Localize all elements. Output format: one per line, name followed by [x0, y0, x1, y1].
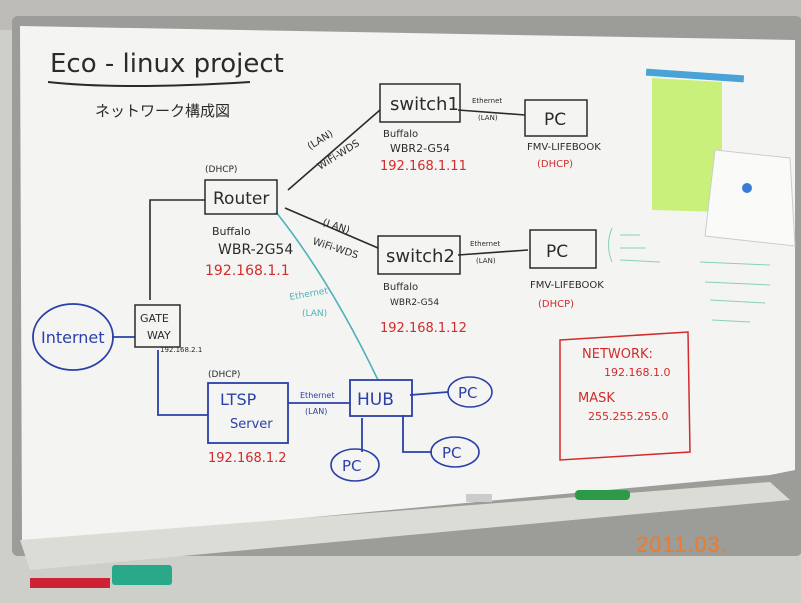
router-dhcp: (DHCP) — [205, 165, 237, 175]
teal-router-hub-link — [275, 211, 379, 381]
ltsp-line1: LTSP — [220, 390, 257, 409]
hub-pc-right-link — [409, 391, 449, 396]
hub-pc-lower-label: PC — [442, 444, 462, 462]
network-value: 192.168.1.0 — [604, 366, 670, 379]
eth1-line1: Ethernet — [472, 97, 502, 105]
blue-connections — [112, 336, 449, 453]
switch1-pc1-link — [457, 109, 526, 116]
eth1-line2: (LAN) — [478, 114, 498, 122]
board-surface — [20, 26, 795, 543]
eth3-line2: (LAN) — [305, 407, 327, 416]
switch1-model: WBR2-G54 — [390, 142, 450, 155]
mask-label: MASK — [578, 391, 615, 406]
pc2-model: FMV-LIFEBOOK — [530, 280, 604, 291]
hub-pc-bottom-label: PC — [342, 457, 362, 475]
switch2-ip: 192.168.1.12 — [380, 321, 467, 336]
white-paper — [704, 149, 796, 247]
switch1-ip: 192.168.1.11 — [380, 159, 467, 174]
title-underline — [47, 81, 251, 87]
hub-label: HUB — [357, 390, 394, 410]
red-marker — [30, 578, 110, 588]
switch1-box — [379, 83, 461, 123]
magnet-clip — [466, 494, 492, 502]
board-subtitle: ネットワーク構成図 — [95, 102, 230, 120]
router-box — [204, 179, 278, 215]
pc2-dhcp: (DHCP) — [538, 299, 574, 310]
internet-label: Internet — [41, 328, 105, 347]
switch1-vendor: Buffalo — [383, 129, 418, 140]
router-vendor: Buffalo — [212, 225, 251, 238]
ltsp-box — [207, 382, 289, 444]
switch2-model: WBR2-G54 — [390, 298, 439, 308]
router-label: Router — [213, 189, 269, 209]
switch2-pc2-link — [457, 249, 529, 256]
gateway-ip: 192.168.2.1 — [160, 346, 202, 354]
eraser — [112, 565, 172, 585]
eth-router-hub-line2: (LAN) — [302, 309, 327, 319]
network-label: NETWORK: — [582, 347, 653, 362]
router-model: WBR-2G54 — [218, 242, 293, 258]
ltsp-line2: Server — [230, 417, 273, 432]
eth3-line1: Ethernet — [300, 391, 334, 400]
router-switch1-link — [287, 109, 381, 191]
photo-timestamp: 2011.03. — [636, 532, 729, 557]
hub-pc-lower — [430, 436, 480, 468]
network-box — [559, 331, 691, 461]
ltsp-dhcp: (DHCP) — [208, 370, 240, 380]
pc2-box — [529, 229, 597, 269]
internet-cloud — [32, 303, 114, 371]
green-marker — [575, 490, 630, 500]
hub-box — [349, 379, 413, 417]
pc1-dhcp: (DHCP) — [537, 159, 573, 170]
hub-pc-right — [447, 376, 493, 408]
gateway-label-1: GATE — [140, 312, 169, 325]
marker-tray — [20, 482, 790, 570]
pc1-box — [524, 99, 588, 137]
switch2-vendor: Buffalo — [383, 282, 418, 293]
blue-magnet-strip — [645, 68, 745, 83]
hub-pc-lower-link — [402, 415, 432, 453]
pc1-model: FMV-LIFEBOOK — [527, 142, 601, 153]
gateway-label-2: WAY — [147, 329, 171, 342]
router-switch2-link — [284, 207, 379, 249]
router-ip: 192.168.1.1 — [205, 263, 290, 279]
board-title: Eco - linux project — [50, 49, 284, 79]
pc1-label: PC — [544, 110, 566, 130]
gateway-router-link — [149, 199, 205, 300]
green-scribbles — [608, 227, 771, 323]
switch1-label: switch1 — [390, 94, 459, 115]
gateway-box — [134, 304, 181, 348]
mask-value: 255.255.255.0 — [588, 410, 668, 423]
eth2-line1: Ethernet — [470, 240, 500, 248]
hub-pc-right-label: PC — [458, 384, 478, 402]
green-note — [652, 78, 722, 212]
gateway-ltsp-link — [157, 350, 208, 416]
switch2-label: switch2 — [386, 246, 455, 267]
black-connections — [149, 109, 529, 300]
hub-pc-bottom — [330, 448, 380, 482]
eth2-line2: (LAN) — [476, 257, 496, 265]
ltsp-ip: 192.168.1.2 — [208, 451, 287, 466]
pc2-label: PC — [546, 242, 568, 262]
blue-magnet — [742, 183, 752, 193]
switch2-box — [377, 235, 461, 275]
